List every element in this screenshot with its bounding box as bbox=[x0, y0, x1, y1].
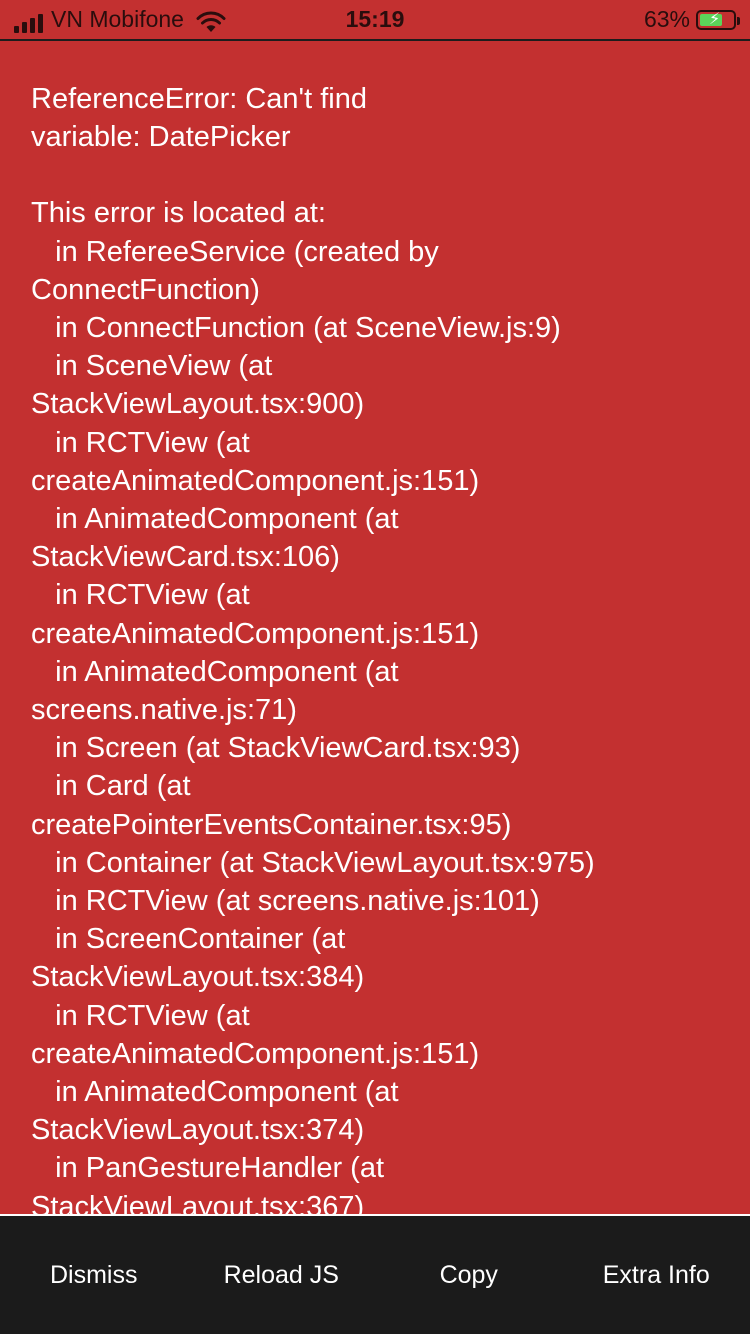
battery-group: 63% ⚡ bbox=[643, 6, 740, 33]
extra-info-button[interactable]: Extra Info bbox=[563, 1216, 750, 1334]
status-bar-divider bbox=[0, 39, 750, 41]
carrier-group: VN Mobifone bbox=[14, 6, 226, 33]
reload-js-button[interactable]: Reload JS bbox=[188, 1216, 376, 1334]
copy-button[interactable]: Copy bbox=[375, 1216, 563, 1334]
error-message: ReferenceError: Can't find variable: Dat… bbox=[31, 83, 367, 154]
status-bar: VN Mobifone 15:19 63% ⚡ bbox=[0, 0, 750, 40]
button-bar-divider bbox=[0, 1214, 750, 1216]
wifi-icon bbox=[196, 11, 226, 32]
carrier-name: VN Mobifone bbox=[51, 6, 184, 32]
signal-icon bbox=[14, 13, 43, 33]
dismiss-button[interactable]: Dismiss bbox=[0, 1216, 188, 1334]
redbox-button-bar: Dismiss Reload JS Copy Extra Info bbox=[0, 1216, 750, 1334]
component-stack: This error is located at: in RefereeServ… bbox=[31, 197, 595, 1214]
error-scroll-view[interactable]: ReferenceError: Can't find variable: Dat… bbox=[31, 80, 731, 1214]
battery-percent: 63% bbox=[643, 6, 690, 32]
battery-charging-icon: ⚡ bbox=[696, 9, 740, 30]
clock-time: 15:19 bbox=[345, 6, 405, 32]
